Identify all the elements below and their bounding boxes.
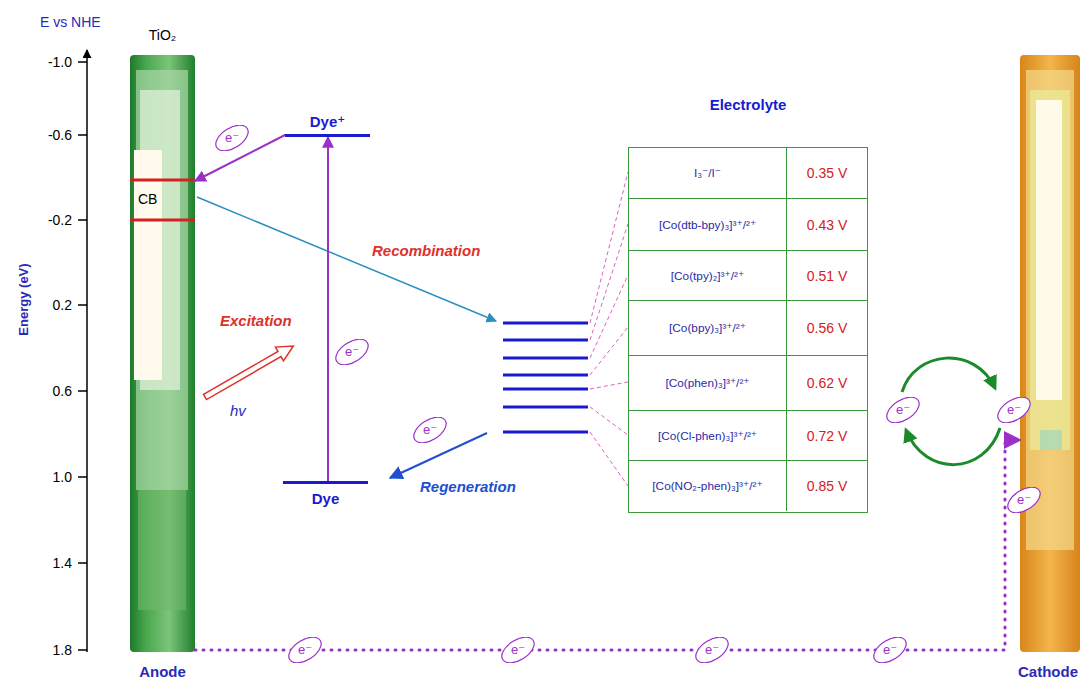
table-row: [Co(NO₂-phen)₃]³⁺/²⁺0.85 V (629, 461, 867, 511)
table-row: [Co(dtb-bpy)₃]³⁺/²⁺0.43 V (629, 199, 867, 251)
redox-potential: 0.85 V (787, 461, 867, 511)
redox-potential: 0.35 V (787, 148, 867, 198)
axis-title: Energy (eV) (16, 255, 31, 345)
node-text: Anode (130, 663, 195, 680)
electron-oval: e⁻ (410, 417, 450, 443)
energy-level: Dye (283, 481, 368, 508)
node-text: e⁻ (883, 397, 923, 423)
node-text: e⁻ (498, 637, 538, 663)
tick-label: 1.4 (53, 555, 72, 571)
regeneration-arrow (390, 433, 487, 478)
node-text: TiO₂ (130, 27, 195, 43)
electron-oval: e⁻ (692, 637, 732, 663)
electron-transfer-arrow (327, 137, 329, 481)
tick-label: -1.0 (48, 54, 72, 70)
axis-title: E vs NHE (40, 14, 101, 30)
electron-oval: e⁻ (883, 397, 923, 423)
tick-label: 0.6 (53, 383, 72, 399)
table-row: [Co(tpy)₂]³⁺/²⁺0.51 V (629, 251, 867, 301)
electron-oval: e⁻ (212, 125, 252, 151)
energy-level: Dye⁺ (285, 112, 370, 137)
table-row: I₃⁻/I⁻0.35 V (629, 148, 867, 199)
redox-couple: [Co(Cl-phen)₃]³⁺/²⁺ (629, 411, 787, 460)
node-text: Dye (283, 490, 368, 507)
node-text: e⁻ (285, 637, 325, 663)
recombination-arrow (197, 197, 496, 321)
process-label: hv (230, 402, 246, 419)
node-text: e⁻ (692, 637, 732, 663)
electron-oval: e⁻ (994, 397, 1034, 423)
redox-couple: [Co(dtb-bpy)₃]³⁺/²⁺ (629, 199, 787, 250)
table-row: [Co(phen)₃]³⁺/²⁺0.62 V (629, 356, 867, 411)
electron-oval: e⁻ (870, 637, 910, 663)
energy-axis (78, 50, 87, 652)
process-label: Recombination (372, 242, 480, 259)
node-text: e⁻ (212, 125, 252, 151)
anode-bar (130, 55, 195, 652)
electrode-bar: Cathode (1020, 55, 1080, 652)
process-label: Excitation (220, 312, 292, 329)
node-text: Cathode (1018, 663, 1078, 680)
node-text: e⁻ (870, 637, 910, 663)
electrolyte-table: ElectrolyteI₃⁻/I⁻0.35 V[Co(dtb-bpy)₃]³⁺/… (628, 147, 868, 513)
electron-oval: e⁻ (285, 637, 325, 663)
tick-label: 1.8 (53, 642, 72, 658)
redox-potential: 0.72 V (787, 411, 867, 460)
leader-lines (590, 172, 628, 486)
electrolyte-levels (503, 323, 588, 432)
external-circuit (195, 440, 1020, 650)
node-text: e⁻ (332, 339, 372, 365)
node-text: e⁻ (410, 417, 450, 443)
electron-oval: e⁻ (498, 637, 538, 663)
redox-couple: I₃⁻/I⁻ (629, 148, 787, 198)
cathode-bar (1020, 55, 1080, 652)
node-text: CB (138, 191, 157, 207)
electrode-bar: TiO₂CBAnode (130, 55, 195, 652)
node-text: e⁻ (1004, 487, 1044, 513)
tick-label: -0.6 (48, 127, 72, 143)
redox-potential: 0.56 V (787, 301, 867, 355)
redox-potential: 0.51 V (787, 251, 867, 300)
tick-label: 0.2 (53, 297, 72, 313)
table-row: [Co(bpy)₃]³⁺/²⁺0.56 V (629, 301, 867, 356)
redox-couple: [Co(NO₂-phen)₃]³⁺/²⁺ (629, 461, 787, 511)
tick-label: -0.2 (48, 212, 72, 228)
electron-oval: e⁻ (332, 339, 372, 365)
hv-arrow (201, 339, 297, 404)
node-text: Dye⁺ (285, 113, 370, 131)
process-label: Regeneration (420, 478, 516, 495)
table-row: [Co(Cl-phen)₃]³⁺/²⁺0.72 V (629, 411, 867, 461)
electron-oval: e⁻ (1004, 487, 1044, 513)
node-text: e⁻ (994, 397, 1034, 423)
redox-potential: 0.43 V (787, 199, 867, 250)
redox-potential: 0.62 V (787, 356, 867, 410)
node-text: Electrolyte (629, 96, 867, 113)
redox-couple: [Co(bpy)₃]³⁺/²⁺ (629, 301, 787, 355)
redox-couple: [Co(phen)₃]³⁺/²⁺ (629, 356, 787, 410)
tick-label: 1.0 (53, 469, 72, 485)
redox-couple: [Co(tpy)₂]³⁺/²⁺ (629, 251, 787, 300)
